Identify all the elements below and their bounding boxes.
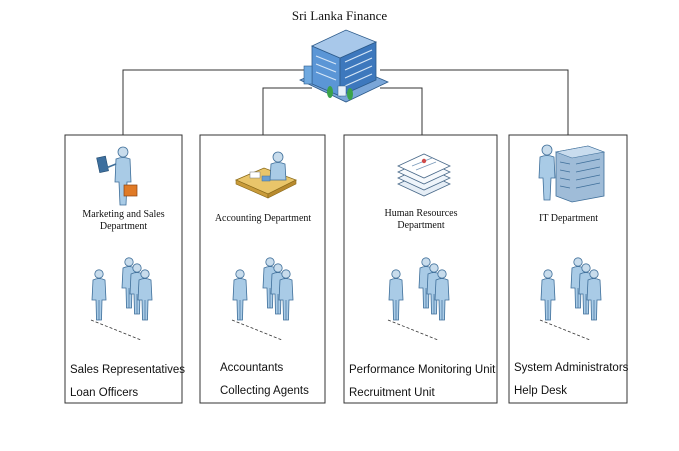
- server-admin-icon: [538, 144, 606, 203]
- role-label: Accountants: [220, 362, 284, 374]
- salesperson-icon: [96, 146, 138, 206]
- department-name-accounting: Accounting Department: [201, 213, 325, 225]
- team-group-icon-marketing: [91, 258, 152, 340]
- team-group-icon-accounting: [232, 258, 293, 340]
- role-label: Recruitment Unit: [349, 387, 435, 399]
- department-name-line: Department: [99, 221, 148, 232]
- connector-accounting: [262, 87, 312, 135]
- department-name-line: Department: [397, 220, 445, 231]
- department-name-marketing: Marketing and Sales Department: [66, 209, 181, 233]
- team-group-icon-hr: [388, 258, 449, 340]
- diagram-title: Sri Lanka Finance: [291, 8, 388, 23]
- role-label: Collecting Agents: [220, 385, 309, 397]
- department-box-hr: [343, 134, 498, 404]
- office-building-icon: [299, 29, 389, 103]
- department-name-it: IT Department: [510, 213, 627, 225]
- department-name-line: Marketing and Sales: [82, 209, 165, 220]
- connector-lines: [122, 69, 569, 135]
- role-label: Help Desk: [514, 385, 568, 397]
- documents-icon: [397, 153, 451, 197]
- role-label: Sales Representatives: [70, 364, 186, 376]
- team-group-icon-it: [540, 258, 601, 340]
- department-box-accounting: [199, 134, 326, 404]
- connector-it: [380, 69, 569, 135]
- accountant-desk-icon: [234, 151, 297, 199]
- department-name-line: Accounting Department: [214, 213, 312, 224]
- connector-hr: [380, 87, 423, 135]
- connector-marketing: [122, 69, 312, 135]
- department-box-marketing: [64, 134, 183, 404]
- department-box-it: [508, 134, 628, 404]
- department-name-line: IT Department: [539, 213, 598, 224]
- role-label: Performance Monitoring Unit: [349, 364, 496, 376]
- department-name-line: Human Resources: [384, 208, 458, 219]
- role-label: System Administrators: [514, 362, 629, 374]
- role-label: Loan Officers: [70, 387, 139, 399]
- department-name-hr: Human Resources Department: [345, 208, 497, 232]
